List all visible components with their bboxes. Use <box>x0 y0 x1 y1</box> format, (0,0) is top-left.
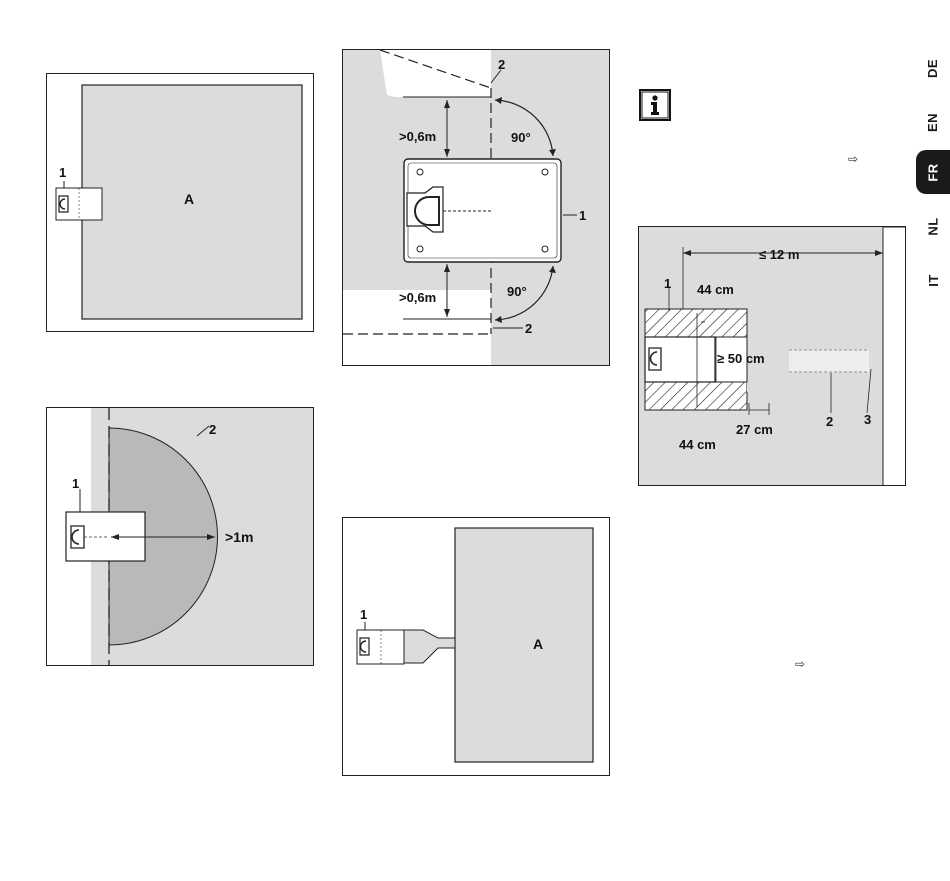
corridor-width-label: ≥ 50 cm <box>717 351 765 366</box>
figure-station-with-corridor: 1 A <box>342 517 610 776</box>
width-top-label: 44 cm <box>697 282 734 297</box>
figure-narrow-passage: ≤ 12 m 1 44 cm ≥ 50 cm 27 cm 44 cm 2 3 <box>638 226 906 486</box>
area-label: A <box>184 191 194 207</box>
tab-nl[interactable]: NL <box>916 204 950 248</box>
tab-label: EN <box>926 112 941 131</box>
distance-bottom-label: >0,6m <box>399 290 436 305</box>
lawn-area <box>455 528 593 762</box>
angle-bottom-label: 90° <box>507 284 527 299</box>
station-label: 1 <box>360 607 367 622</box>
tab-label: FR <box>926 163 941 181</box>
charging-station <box>56 188 102 220</box>
wire-label: 2 <box>826 414 833 429</box>
figure-station-position: 1 A <box>46 73 314 332</box>
station-label: 1 <box>72 476 79 491</box>
info-icon <box>639 89 671 121</box>
station-label: 1 <box>59 165 66 180</box>
obstacle <box>645 382 747 410</box>
station-label: 1 <box>579 208 586 223</box>
arrow-right-icon: ⇨ <box>848 152 858 166</box>
corridor <box>403 630 455 663</box>
angle-top-label: 90° <box>511 130 531 145</box>
figure-clearance-radius: 1 2 >1m <box>46 407 314 666</box>
tab-label: NL <box>926 217 941 235</box>
tab-en[interactable]: EN <box>916 100 950 144</box>
path-area <box>380 50 491 97</box>
width-bottom-label: 44 cm <box>679 437 716 452</box>
arrow-right-icon: ⇨ <box>795 657 805 671</box>
charging-station <box>404 159 561 262</box>
max-distance-label: ≤ 12 m <box>759 247 799 262</box>
figure-edge-clearance: 2 2 1 >0,6m >0,6m 90° 90° <box>342 49 610 366</box>
tab-it[interactable]: IT <box>916 258 950 302</box>
charging-station <box>357 630 404 664</box>
length-label: 27 cm <box>736 422 773 437</box>
point-label: 3 <box>864 412 871 427</box>
station-label: 1 <box>664 276 671 291</box>
distance-label: >1m <box>225 529 253 545</box>
tab-label: DE <box>926 58 941 77</box>
wall <box>883 227 906 486</box>
area-label: A <box>533 636 543 652</box>
edge-label-bottom: 2 <box>525 321 532 336</box>
tab-fr[interactable]: FR <box>916 150 950 194</box>
edge-label-top: 2 <box>498 57 505 72</box>
circle-label: 2 <box>209 422 216 437</box>
tab-label: IT <box>926 274 941 287</box>
obstacle <box>645 309 747 337</box>
tab-de[interactable]: DE <box>916 46 950 90</box>
distance-top-label: >0,6m <box>399 129 436 144</box>
